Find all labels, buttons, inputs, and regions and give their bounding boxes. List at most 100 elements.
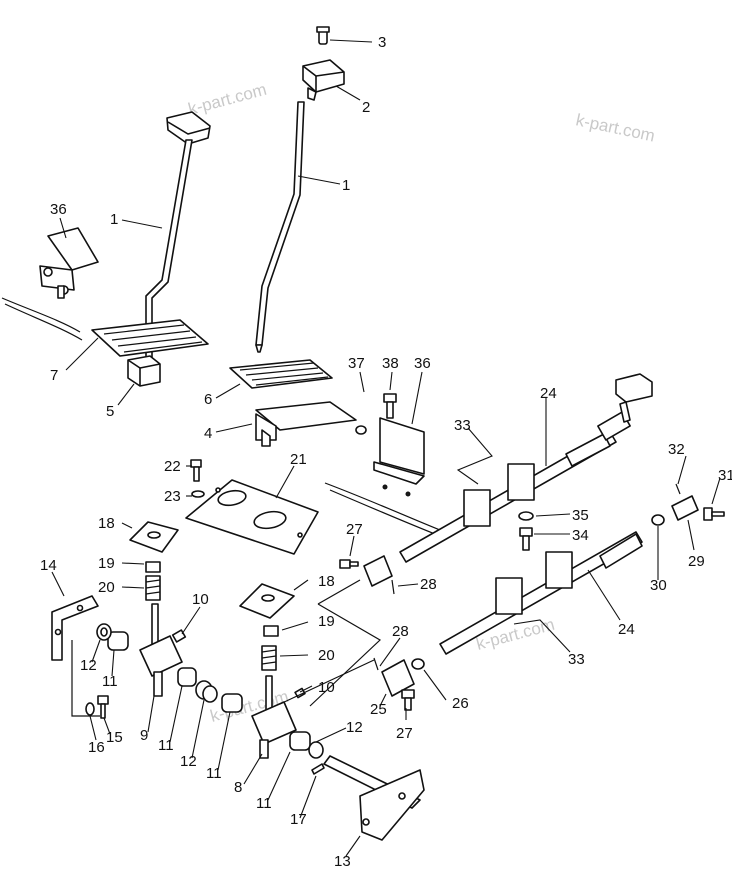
collar-part-12-a	[96, 623, 112, 641]
seat-part-19-right	[263, 625, 279, 637]
bolt-part-31	[703, 507, 725, 521]
bracket-right-part-36	[373, 417, 425, 497]
spring-part-20-right	[261, 645, 277, 671]
pin-lower-part-28	[373, 657, 379, 671]
bracket-part-14	[51, 595, 100, 717]
callout-11-b: 11	[158, 737, 174, 754]
callout-12-c: 12	[346, 719, 363, 736]
callout-11-c: 11	[206, 765, 222, 782]
spring-part-20-left	[145, 575, 161, 601]
washer-part-16	[85, 702, 95, 716]
callout-34: 34	[572, 527, 589, 544]
callout-28-lower: 28	[392, 623, 409, 640]
callout-29: 29	[688, 553, 705, 570]
arm-part-8	[251, 675, 297, 759]
callout-labels: 3 2 1 1 36 7 5 6 4 37 38 36 24 33 35 34 …	[40, 34, 732, 869]
callout-3: 3	[378, 34, 386, 51]
clevis-part-29	[671, 495, 699, 521]
lever-left-part-1	[145, 111, 211, 363]
linkage-outline	[279, 579, 381, 707]
callout-36-right: 36	[414, 355, 431, 372]
clevis-upper-part-25	[363, 555, 393, 587]
pin-part-32	[675, 483, 681, 495]
bracket-left-part-36	[39, 227, 99, 299]
pedal-part-7	[91, 319, 209, 357]
callout-28-upper: 28	[420, 576, 437, 593]
callout-11-d: 11	[256, 795, 272, 812]
pedal-part-4	[255, 401, 357, 447]
block-lower-part-33-b	[545, 551, 573, 589]
callout-21: 21	[290, 451, 307, 468]
bolt-part-15	[97, 695, 109, 719]
block-upper-part-33-b	[507, 463, 535, 501]
leader-lines	[51, 39, 721, 857]
callout-19-right: 19	[318, 613, 335, 630]
callout-12-b: 12	[180, 753, 197, 770]
bracket-part-13	[323, 755, 425, 841]
callout-31: 31	[718, 467, 732, 484]
bolt-lower-part-27	[401, 689, 415, 711]
collar-part-12-c	[308, 741, 324, 759]
callout-33-lower: 33	[568, 651, 585, 668]
callout-4: 4	[204, 425, 212, 442]
washer-part-38	[355, 425, 367, 435]
nut-part-35	[518, 511, 534, 521]
knob-part-2	[302, 59, 345, 101]
bolt-part-37	[383, 393, 397, 419]
callout-27-lower: 27	[396, 725, 413, 742]
callout-36-left: 36	[50, 201, 67, 218]
callout-38: 38	[382, 355, 399, 372]
callout-15: 15	[106, 729, 123, 746]
callout-17: 17	[290, 811, 307, 828]
callout-6: 6	[204, 391, 212, 408]
block-upper-part-33-a	[463, 489, 491, 527]
callout-20-right: 20	[318, 647, 335, 664]
block-lower-part-33-a	[495, 577, 523, 615]
pedal-part-6	[229, 359, 333, 389]
cap-part-18-left	[129, 521, 179, 553]
callout-20-left: 20	[98, 579, 115, 596]
callout-30: 30	[650, 577, 667, 594]
callout-5: 5	[106, 403, 114, 420]
bolt-part-34	[519, 527, 533, 551]
nut-part-26	[411, 658, 425, 670]
lever-right-part-1	[255, 101, 305, 353]
washer-part-23	[191, 490, 205, 498]
callout-1-right: 1	[342, 177, 350, 194]
arm-part-9	[139, 603, 183, 697]
callout-24-lower: 24	[618, 621, 635, 638]
callout-35: 35	[572, 507, 589, 524]
callout-18-left: 18	[98, 515, 115, 532]
bushing-part-11-d	[289, 731, 311, 751]
cap-part-18-right	[239, 583, 295, 619]
callout-23: 23	[164, 488, 181, 505]
callout-12-a: 12	[80, 657, 97, 674]
clevis-lower-part-25	[381, 659, 415, 697]
callout-25: 25	[370, 701, 387, 718]
bolt-upper-part-27	[339, 559, 359, 569]
callout-22: 22	[164, 458, 181, 475]
collar-part-12-b	[195, 680, 218, 703]
callout-19-left: 19	[98, 555, 115, 572]
callout-16: 16	[88, 739, 105, 756]
nut-part-30	[651, 514, 665, 526]
callout-13: 13	[334, 853, 351, 869]
screw-part-3	[316, 26, 330, 45]
callout-8: 8	[234, 779, 242, 796]
watermark-1: k-part.com	[186, 80, 268, 119]
cover-part-21	[185, 479, 319, 555]
callout-18-right: 18	[318, 573, 335, 590]
bolt-part-22	[190, 459, 202, 482]
callout-9: 9	[140, 727, 148, 744]
callout-7: 7	[50, 367, 58, 384]
callout-33-upper: 33	[454, 417, 471, 434]
callout-11-a: 11	[102, 673, 118, 690]
pin-upper-part-28	[391, 579, 395, 595]
bushing-part-11-a	[107, 631, 129, 651]
callout-37: 37	[348, 355, 365, 372]
callout-10-upper: 10	[192, 591, 209, 608]
callout-14: 14	[40, 557, 57, 574]
bushing-part-11-c	[221, 693, 243, 713]
watermark-2: k-part.com	[574, 110, 656, 145]
